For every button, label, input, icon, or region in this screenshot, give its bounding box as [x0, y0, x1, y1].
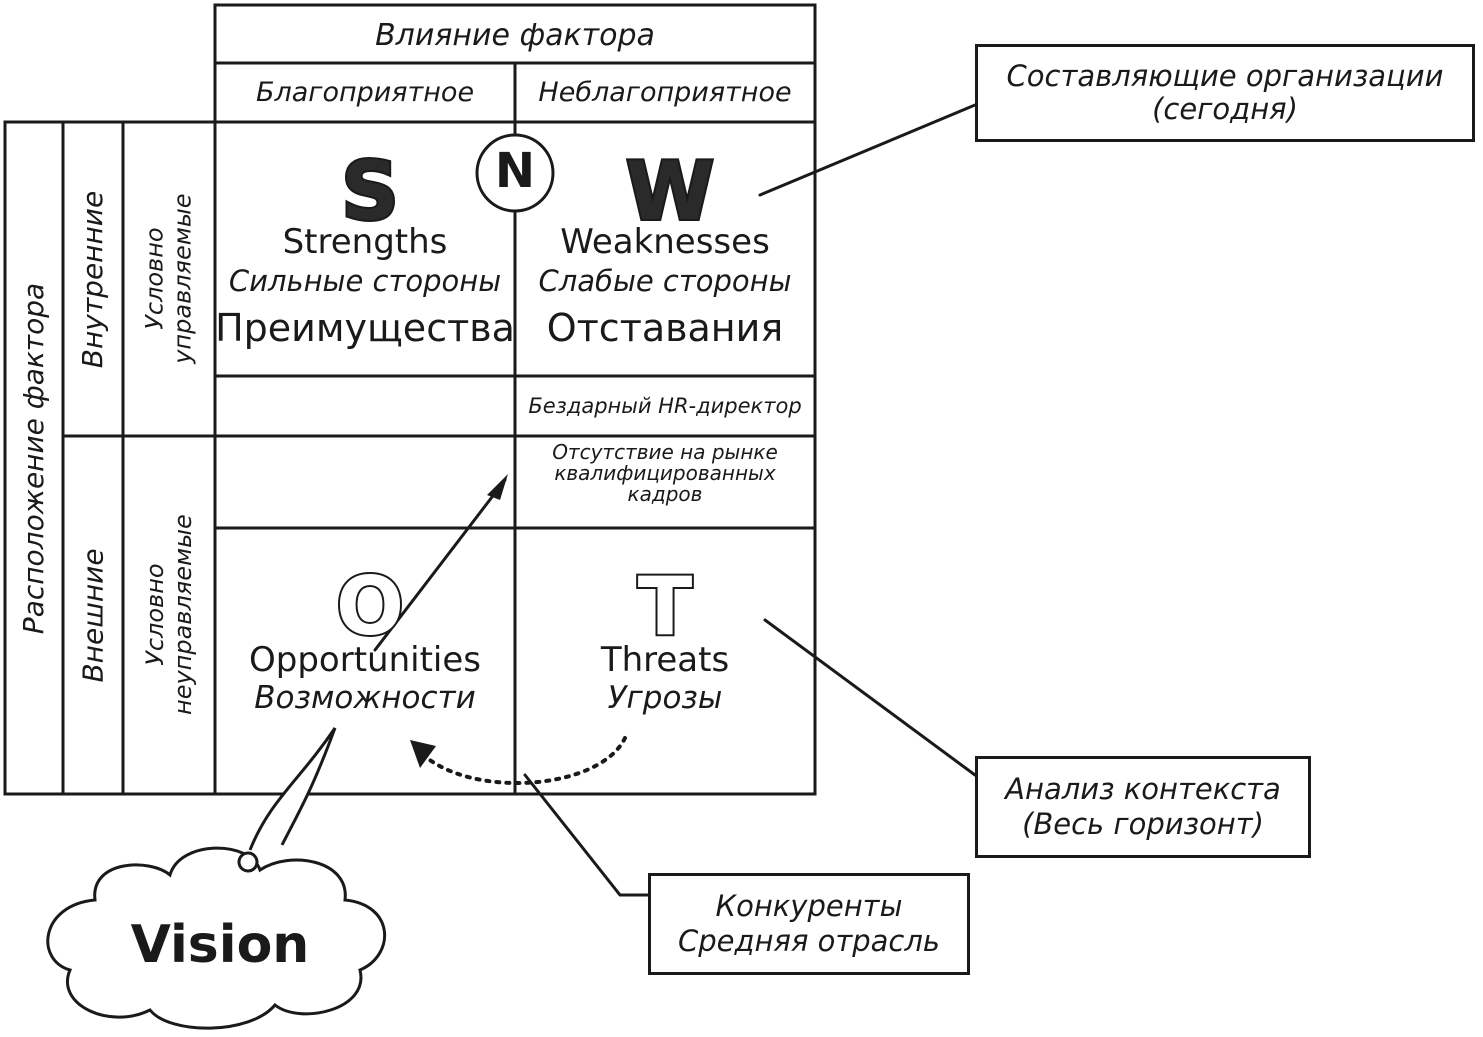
location-label: Расположение фактора [17, 282, 51, 634]
controlled-column: Условно управляемые [123, 122, 215, 436]
w-letter: W [624, 143, 716, 240]
context-analysis-line-1: Анализ контекста [1005, 772, 1281, 807]
weaknesses-ru: Слабые стороны [538, 264, 792, 298]
market-cell: Отсутствие на рынке квалифицированных ка… [515, 442, 815, 505]
opportunities-ru: Возможности [254, 680, 476, 716]
vision-label: Vision [130, 915, 310, 975]
context-analysis-callout: Анализ контекста (Весь горизонт) [975, 756, 1311, 858]
strengths-ru: Сильные стороны [228, 264, 502, 298]
external-label: Внешние [76, 547, 110, 683]
threats-en: Threats [600, 640, 730, 680]
competitors-line-1: Конкуренты [715, 889, 903, 924]
strengths-alt: Преимущества [215, 306, 515, 350]
internal-column: Внутренние [63, 122, 123, 436]
org-components-line-1: Составляющие организации [1006, 58, 1444, 93]
influence-header: Влияние фактора [375, 18, 655, 53]
opportunities-en: Opportunities [249, 640, 481, 680]
hr-director-cell: Бездарный HR-директор [528, 394, 802, 418]
strengths-en: Strengths [282, 222, 448, 262]
org-components-line-2: (сегодня) [1152, 92, 1298, 126]
uncontrolled-label: Условно неуправляемые [140, 514, 197, 716]
market-line-1: Отсутствие на рынке [552, 440, 778, 464]
org-components-callout: Составляющие организации (сегодня) [975, 44, 1475, 142]
weaknesses-alt: Отставания [546, 306, 784, 350]
context-analysis-line-2: (Весь горизонт) [1022, 807, 1264, 841]
favorable-header: Благоприятное [255, 77, 475, 108]
controlled-label: Условно управляемые [140, 193, 196, 365]
competitors-callout: Конкуренты Средняя отрасль [648, 873, 970, 975]
o-letter: O [334, 558, 406, 655]
n-letter: N [494, 143, 536, 199]
threats-ru: Угрозы [607, 680, 723, 716]
market-line-2: квалифицированных [554, 461, 776, 485]
unfavorable-header: Неблагоприятное [538, 77, 792, 108]
location-column: Расположение фактора [5, 122, 63, 794]
external-column: Внешние [63, 436, 123, 794]
t-letter: T [636, 558, 695, 655]
weaknesses-en: Weaknesses [560, 222, 770, 262]
competitors-line-2: Средняя отрасль [677, 924, 940, 958]
uncontrolled-column: Условно неуправляемые [123, 436, 215, 794]
market-line-3: кадров [627, 482, 703, 506]
internal-label: Внутренние [76, 190, 110, 368]
s-letter: S [339, 143, 401, 240]
